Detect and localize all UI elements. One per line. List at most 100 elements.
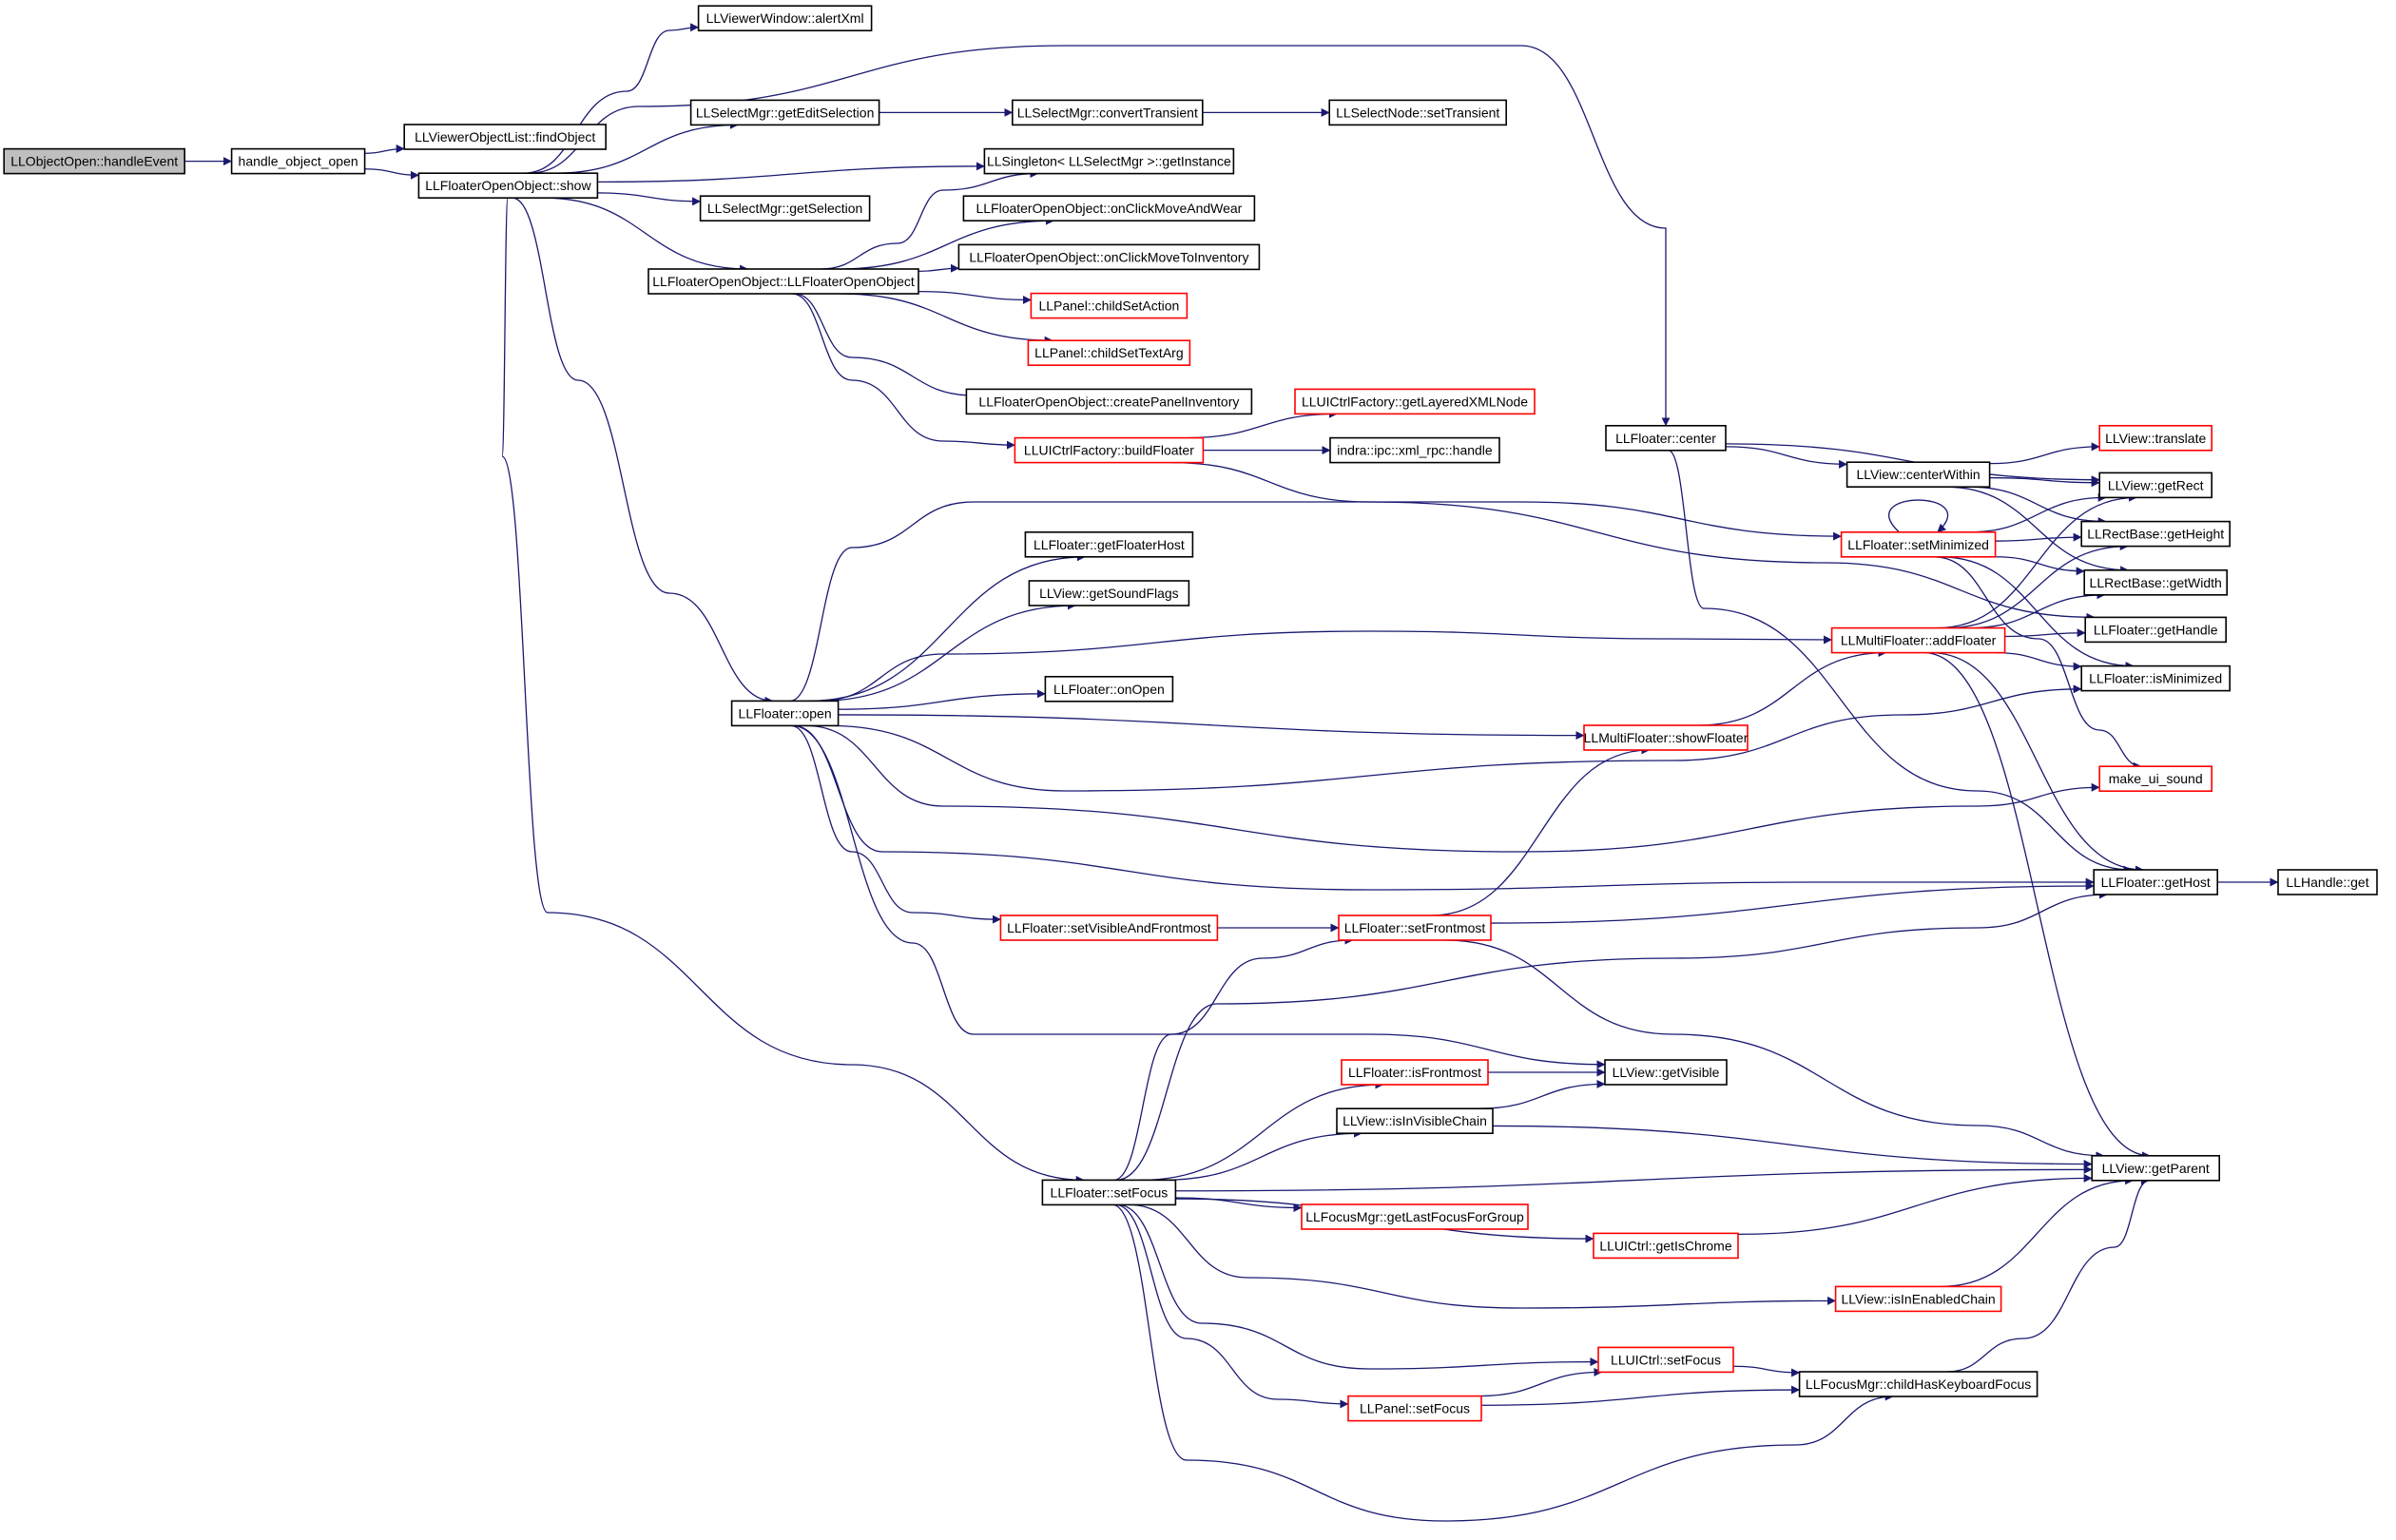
node-label: LLFocusMgr::childHasKeyboardFocus: [1806, 1376, 2031, 1392]
node-box: [2098, 765, 2212, 793]
node-box: [2084, 616, 2227, 644]
call-edge-setFrontmost-to-getHost: [1490, 881, 2095, 924]
node-box: [1798, 1371, 2039, 1397]
function-node-addfloater[interactable]: LLMultiFloater::addFloater: [1830, 626, 2006, 654]
function-node-onclickmovetoinventory[interactable]: LLFloaterOpenObject::onClickMoveToInvent…: [957, 243, 1261, 271]
function-node-geteditselection[interactable]: LLSelectMgr::getEditSelection: [689, 99, 880, 126]
function-node-converttransient[interactable]: LLSelectMgr::convertTransient: [1012, 99, 1204, 126]
function-node-showfloater[interactable]: LLMultiFloater::showFloater: [1583, 724, 1749, 751]
node-box: [647, 268, 919, 295]
node-box: [1845, 461, 1991, 489]
function-node-setfrontmost[interactable]: LLFloater::setFrontmost: [1338, 914, 1492, 941]
node-label: LLFloater::setVisibleAndFrontmost: [1007, 920, 1211, 935]
node-box: [689, 99, 880, 126]
function-node-getlastfocusforgroup[interactable]: LLFocusMgr::getLastFocusForGroup: [1301, 1203, 1529, 1230]
node-label: LLSelectNode::setTransient: [1336, 105, 1499, 120]
function-node-getparent[interactable]: LLView::getParent: [2091, 1155, 2220, 1182]
node-box: [417, 172, 599, 199]
function-node-translate[interactable]: LLView::translate: [2098, 424, 2212, 452]
function-node-alertxml[interactable]: LLViewerWindow::alertXml: [697, 5, 873, 31]
function-node-isminimized[interactable]: LLFloater::isMinimized: [2080, 664, 2231, 692]
function-node-getischrome[interactable]: LLUICtrl::getIsChrome: [1593, 1232, 1739, 1260]
function-node-getsoundflags[interactable]: LLView::getSoundFlags: [1028, 580, 1190, 606]
function-node-buildfloater[interactable]: LLUICtrlFactory::buildFloater: [1014, 436, 1205, 464]
function-node-isfrontmost[interactable]: LLFloater::isFrontmost: [1341, 1059, 1489, 1086]
function-node-make-ui-sound[interactable]: make_ui_sound: [2098, 765, 2212, 793]
function-node-getselection[interactable]: LLSelectMgr::getSelection: [699, 195, 871, 221]
function-node-llhandle-get[interactable]: LLHandle::get: [2277, 869, 2378, 895]
call-edge-setFocus-to-childHasKeyboardFocus: [1112, 1203, 1894, 1522]
function-node-centerwithin[interactable]: LLView::centerWithin: [1845, 461, 1991, 489]
function-node-getrect[interactable]: LLView::getRect: [2098, 472, 2212, 499]
function-node-isinenabledchain[interactable]: LLView::isInEnabledChain: [1834, 1285, 2002, 1313]
call-edge-centerWithin-to-translate: [1989, 442, 2100, 465]
function-node-onclickmoveandwear[interactable]: LLFloaterOpenObject::onClickMoveAndWear: [962, 195, 1256, 221]
call-edge-show-to-ctor: [543, 197, 749, 274]
node-label: LLSelectMgr::convertTransient: [1017, 105, 1198, 120]
function-node-onopen[interactable]: LLFloater::onOpen: [1044, 675, 1174, 703]
call-edge-uictrl_setFocus-to-childHasKeyboardFocus: [1732, 1365, 1801, 1377]
call-edge-addFloater-to-isMinimized: [1995, 651, 2082, 671]
call-edge-centerWithin-to-getHeight: [1967, 486, 2107, 527]
call-edge-setFocus-to-uictrl_setFocus: [1117, 1203, 1599, 1370]
function-node-setminimized[interactable]: LLFloater::setMinimized: [1840, 530, 1997, 558]
call-edge-center-to-getHost: [1668, 450, 2133, 875]
function-node-getlayeredxmlnode[interactable]: LLUICtrlFactory::getLayeredXMLNode: [1294, 388, 1536, 415]
node-label: LLFloater::isFrontmost: [1348, 1065, 1481, 1080]
node-label: LLFloaterOpenObject::onClickMoveAndWear: [976, 201, 1242, 216]
function-node-childhaskeyboardfocus[interactable]: LLFocusMgr::childHasKeyboardFocus: [1798, 1371, 2039, 1397]
function-node-getwidth[interactable]: LLRectBase::getWidth: [2083, 568, 2228, 596]
function-node-center[interactable]: LLFloater::center: [1605, 424, 1727, 452]
call-edge-ctor-to-childSetTextArg: [840, 293, 1053, 345]
function-node-handle-object-open[interactable]: handle_object_open: [230, 147, 366, 175]
function-node-ctor[interactable]: LLFloaterOpenObject::LLFloaterOpenObject: [647, 268, 919, 295]
call-edge-panel_setFocus-to-childHasKeyboardFocus: [1480, 1385, 1801, 1406]
function-node-getheight[interactable]: LLRectBase::getHeight: [2080, 520, 2231, 548]
call-edge-ctor-to-createPanelInventory: [794, 293, 975, 400]
node-box: [2093, 869, 2218, 895]
call-edge-open-to-isMinimized: [829, 684, 2082, 792]
function-node-childsettextarg[interactable]: LLPanel::childSetTextArg: [1027, 339, 1191, 367]
function-node-open[interactable]: LLFloater::open: [730, 700, 840, 727]
function-node-getinstance[interactable]: LLSingleton< LLSelectMgr >::getInstance: [983, 147, 1235, 175]
function-node-xmlrpc-handle[interactable]: indra::ipc::xml_rpc::handle: [1329, 436, 1500, 464]
function-node-settransient[interactable]: LLSelectNode::setTransient: [1328, 99, 1507, 126]
node-box: [1027, 339, 1191, 367]
function-node-findobject[interactable]: LLViewerObjectList::findObject: [403, 124, 608, 150]
function-node-panel-setfocus[interactable]: LLPanel::setFocus: [1347, 1395, 1482, 1422]
node-box: [957, 243, 1261, 271]
node-box: [1328, 99, 1507, 126]
node-box: [1014, 436, 1205, 464]
function-node-isinvisiblechain[interactable]: LLView::isInVisibleChain: [1336, 1107, 1494, 1134]
node-box: [965, 388, 1253, 415]
function-node-createpanelinventory[interactable]: LLFloaterOpenObject::createPanelInventor…: [965, 388, 1253, 415]
function-node-getvisible[interactable]: LLView::getVisible: [1604, 1059, 1728, 1086]
call-edge-ctor-to-buildFloater: [791, 293, 1015, 450]
function-node-uictrl-setfocus[interactable]: LLUICtrl::setFocus: [1597, 1346, 1734, 1374]
node-label: LLUICtrlFactory::buildFloater: [1024, 443, 1194, 458]
function-node-gethandle[interactable]: LLFloater::getHandle: [2084, 616, 2227, 644]
function-node-getfloaterhost[interactable]: LLFloater::getFloaterHost: [1024, 530, 1194, 558]
call-edge-open-to-getVisible: [791, 724, 1606, 1069]
node-label: LLView::translate: [2105, 431, 2206, 446]
call-edge-setFocus-to-isInEnabledChain: [1129, 1203, 1837, 1309]
node-label: LLUICtrl::getIsChrome: [1599, 1238, 1731, 1253]
function-node-childsetaction[interactable]: LLPanel::childSetAction: [1030, 292, 1188, 319]
call-edge-setFocus-to-getHost: [1115, 890, 2108, 1182]
call-edge-show-to-setFocus: [501, 197, 1085, 1184]
function-node-setfocus[interactable]: LLFloater::setFocus: [1041, 1179, 1177, 1206]
node-label: LLFloaterOpenObject::show: [425, 178, 591, 193]
call-edge-childHasKeyboardFocus-to-getParent: [1946, 1176, 2150, 1373]
call-edge-setMinimized-to-getRect: [1967, 492, 2107, 533]
node-box: [983, 147, 1235, 175]
function-node-show[interactable]: LLFloaterOpenObject::show: [417, 172, 599, 199]
function-node-handleevent[interactable]: LLObjectOpen::handleEvent: [3, 147, 185, 175]
node-label: LLView::getVisible: [1613, 1065, 1720, 1080]
call-edge-ctor-to-onClickMoveToInventory: [918, 263, 959, 273]
function-node-gethost[interactable]: LLFloater::getHost: [2093, 869, 2218, 895]
node-label: LLFloaterOpenObject::createPanelInventor…: [978, 394, 1239, 409]
node-label: LLViewerWindow::alertXml: [706, 10, 864, 26]
function-node-setvisibleandfrontmost[interactable]: LLFloater::setVisibleAndFrontmost: [999, 914, 1219, 941]
node-label: handle_object_open: [239, 154, 358, 169]
node-box: [962, 195, 1256, 221]
